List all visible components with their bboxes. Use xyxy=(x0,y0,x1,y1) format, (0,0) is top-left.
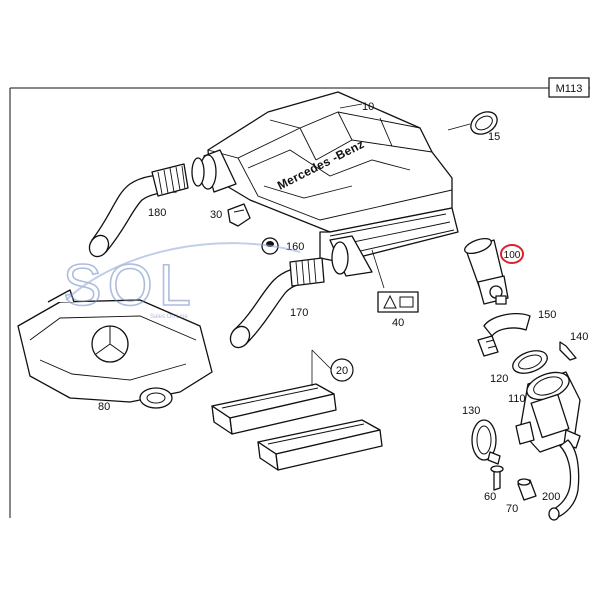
label-30: 30 xyxy=(210,209,222,221)
label-180: 180 xyxy=(148,207,166,219)
sheet-code: M113 xyxy=(556,83,583,95)
clip-30 xyxy=(227,203,251,227)
label-110: 110 xyxy=(508,393,526,405)
throttle-body-110 xyxy=(515,371,581,453)
sheet-border xyxy=(9,87,590,518)
label-80: 80 xyxy=(98,401,110,413)
label-70: 70 xyxy=(506,503,518,515)
clip-140 xyxy=(559,341,577,361)
warning-label-40 xyxy=(377,291,419,313)
intake-hose-180 xyxy=(88,157,205,258)
watermark-letters: SOL xyxy=(63,253,197,318)
ring-120 xyxy=(512,350,548,374)
sheet-code-box xyxy=(548,77,590,98)
leader-20 xyxy=(311,349,333,386)
label-20: 20 xyxy=(336,365,348,377)
hose-clamp-150 xyxy=(477,312,531,357)
clamp-ring-130 xyxy=(471,419,501,465)
engine-cover-80 xyxy=(17,289,213,409)
label-200: 200 xyxy=(542,491,560,503)
label-120: 120 xyxy=(490,373,508,385)
leader-40 xyxy=(371,249,385,289)
watermark-tagline: Sales On Line xyxy=(150,314,188,320)
vent-hose-200 xyxy=(548,439,580,521)
label-60: 60 xyxy=(484,491,496,503)
filter-elements-20 xyxy=(211,383,383,471)
air-mass-sensor-100 xyxy=(464,237,509,305)
leader-10 xyxy=(339,103,363,109)
air-filter-housing: Mercedes -Benz xyxy=(199,91,459,277)
leader-15 xyxy=(447,123,471,131)
label-140: 140 xyxy=(570,331,588,343)
bolt-60 xyxy=(490,465,504,491)
sleeve-70 xyxy=(517,478,537,501)
label-15: 15 xyxy=(488,131,500,143)
label-100: 100 xyxy=(504,250,521,261)
label-100-highlight xyxy=(500,244,524,264)
label-130: 130 xyxy=(462,405,480,417)
label-10: 10 xyxy=(362,101,374,113)
seal-ring-15 xyxy=(470,111,498,135)
watermark-logo: SOL Sales On Line xyxy=(62,242,301,320)
watermark-swoosh xyxy=(65,242,301,301)
label-150: 150 xyxy=(538,309,556,321)
label-170: 170 xyxy=(290,307,308,319)
label-20-circle xyxy=(330,358,354,382)
intake-hose-170 xyxy=(229,257,325,349)
label-40: 40 xyxy=(392,317,404,329)
